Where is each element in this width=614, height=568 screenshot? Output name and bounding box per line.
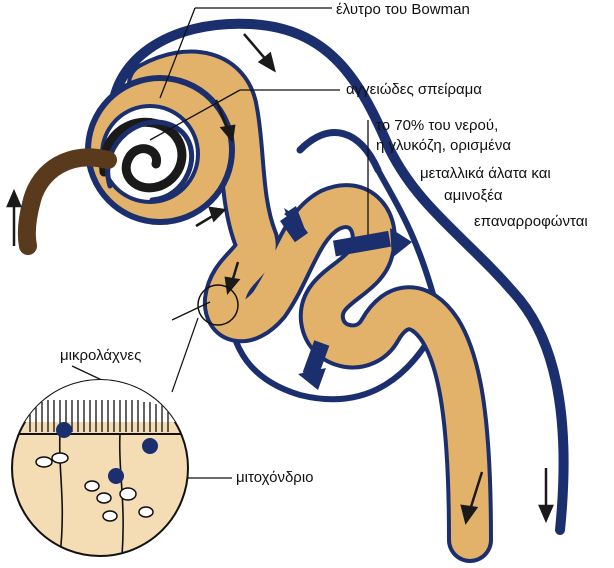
label-reabsorption-5: επαναρροφώνται xyxy=(474,212,588,231)
zoomed-epithelium xyxy=(0,380,200,556)
zoom-connector xyxy=(172,318,198,392)
label-reabsorption-1: το 70% του νερού, xyxy=(376,116,498,135)
label-glomerulus: αγγειώδες σπείραμα xyxy=(346,80,482,99)
label-reabsorption-3: μεταλλικά άλατα και xyxy=(420,164,551,183)
label-bowman-capsule: έλυτρο του Bowman xyxy=(336,0,470,19)
label-microvilli: μικρολάχνες xyxy=(60,346,141,365)
label-reabsorption-2: η γλυκόζη, ορισμένα xyxy=(376,136,511,155)
label-mitochondrion: μιτοχόνδριο xyxy=(236,468,314,487)
label-reabsorption-4: αμινοξέα xyxy=(444,186,503,205)
